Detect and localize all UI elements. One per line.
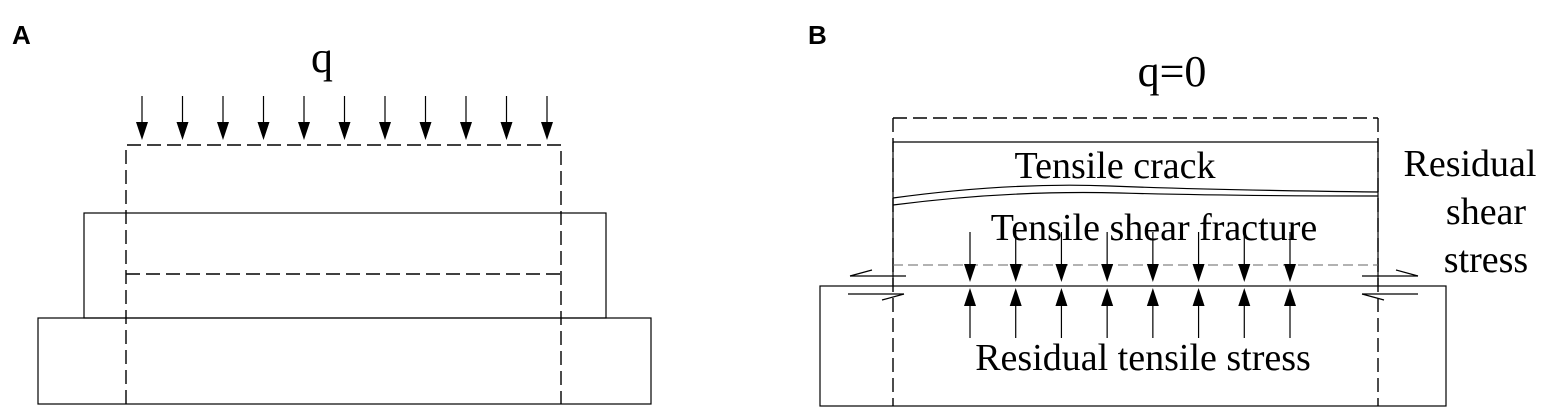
panel-b-down-arrow-head xyxy=(964,264,976,282)
panel-a-load-arrow-head xyxy=(419,122,432,140)
panel-b-down-arrow-head xyxy=(1055,264,1068,282)
panel-a-load-arrows xyxy=(136,96,553,140)
panel-b-up-arrow-head xyxy=(1101,288,1114,306)
panel-b-down-arrow-head xyxy=(1101,264,1114,282)
panel-a: A q xyxy=(12,20,652,405)
panel-b-down-arrow-head xyxy=(1192,264,1205,282)
panel-b: B q=0 Tensile crack Tensile shear fractu… xyxy=(808,20,1537,407)
panel-b-down-arrow-head xyxy=(1146,264,1159,282)
panel-b-label-residual-tensile-stress: Residual tensile stress xyxy=(975,337,1311,379)
panel-a-load-arrow-head xyxy=(217,122,229,140)
panel-b-up-arrow-head xyxy=(1055,288,1068,306)
panel-b-base-block xyxy=(819,285,1447,407)
panel-b-crack-line-2 xyxy=(892,191,1379,206)
panel-a-load-arrow-head xyxy=(379,122,391,140)
panel-b-label-residual-shear-3: stress xyxy=(1444,239,1528,281)
panel-b-left-shear-arrows xyxy=(848,269,906,301)
panel-a-load-arrow-head xyxy=(460,122,472,140)
panel-b-letter: B xyxy=(808,20,827,50)
panel-b-label-tensile-shear-fracture: Tensile shear fracture xyxy=(991,207,1318,249)
panel-a-load-arrow-head xyxy=(176,122,189,140)
panel-b-label-residual-shear-2: shear xyxy=(1446,191,1527,233)
panel-b-down-arrow-head xyxy=(1284,264,1296,282)
panel-b-down-arrow-head xyxy=(1009,264,1022,282)
panel-b-stress-arrows xyxy=(964,232,1296,338)
panel-b-label-tensile-crack: Tensile crack xyxy=(1015,145,1216,187)
panel-a-load-arrow-head xyxy=(500,122,513,140)
panel-b-up-arrow-head xyxy=(1238,288,1251,306)
panel-b-up-arrow-head xyxy=(1009,288,1022,306)
panel-a-load-arrow-head xyxy=(338,122,351,140)
panel-b-up-arrow-head xyxy=(964,288,976,306)
panel-b-up-arrow-head xyxy=(1146,288,1159,306)
panel-a-load-label: q xyxy=(311,33,333,82)
panel-a-base-block xyxy=(37,317,652,405)
panel-a-load-arrow-head xyxy=(136,122,148,140)
panel-b-up-arrow-head xyxy=(1284,288,1296,306)
panel-b-up-arrow-head xyxy=(1192,288,1205,306)
panel-a-letter: A xyxy=(12,20,31,50)
panel-a-upper-block xyxy=(83,212,607,319)
panel-a-load-arrow-head xyxy=(541,122,553,140)
panel-b-label-residual-shear-1: Residual xyxy=(1404,143,1537,185)
panel-a-load-arrow-head xyxy=(257,122,270,140)
panel-a-load-arrow-head xyxy=(298,122,310,140)
panel-b-down-arrow-head xyxy=(1238,264,1251,282)
panel-b-crack-line-1 xyxy=(892,184,1379,199)
panel-b-right-shear-arrows xyxy=(1361,269,1419,301)
panel-b-load-label: q=0 xyxy=(1138,47,1207,96)
